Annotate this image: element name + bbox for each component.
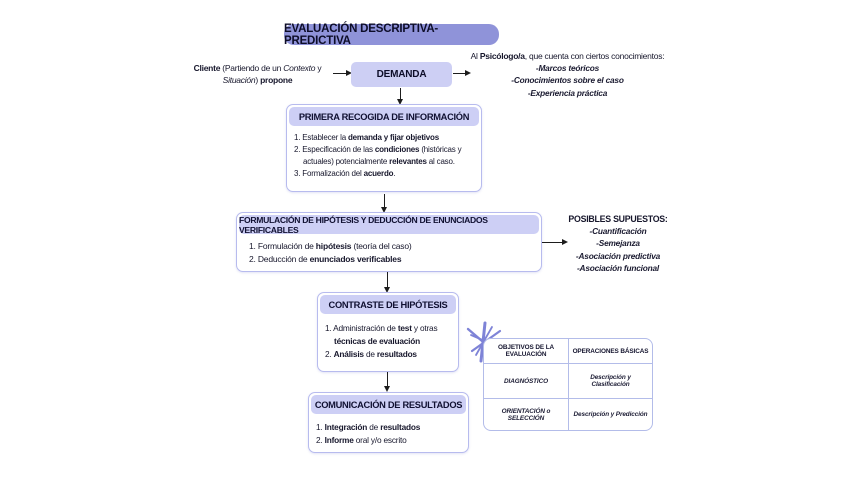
supuestos-item: -Cuantificación	[589, 226, 647, 236]
psicologo-text-2: , que cuenta con ciertos conocimientos:	[524, 51, 665, 61]
demanda-node: DEMANDA	[351, 62, 452, 87]
item-text: (históricas y actuales) potencialmente	[303, 145, 462, 166]
item-bold: condiciones	[374, 145, 420, 154]
psicologo-intro: Al Psicólogo/a, que cuenta con ciertos c…	[460, 50, 675, 62]
item-text: .	[393, 169, 396, 178]
supuestos-item: -Semejanza	[596, 238, 640, 249]
list-item: 1. Formulación de hipótesis (teoría del …	[249, 240, 534, 253]
box-formulacion-hipotesis-header: FORMULACIÓN DE HIPÓTESIS Y DEDUCCIÓN DE …	[239, 215, 539, 235]
table-cell-orientacion-seleccion: ORIENTACIÓN o SELECCIÓN	[484, 398, 568, 430]
arrow-right-step2-supuestos	[542, 238, 568, 245]
list-item: 2. Análisis de resultados	[325, 348, 451, 361]
diagram-title-label: EVALUACIÓN DESCRIPTIVA-PREDICTIVA	[284, 22, 439, 47]
item-bold: Integración	[324, 422, 368, 432]
cliente-bold: Cliente	[193, 63, 221, 73]
item-bold: resultados	[376, 348, 417, 359]
item-bold: demanda y fijar objetivos	[347, 133, 439, 142]
item-bold: Informe	[324, 434, 354, 445]
box-contraste-hipotesis-header: CONTRASTE DE HIPÓTESIS	[320, 295, 456, 314]
item-text: oral y/o escrito	[353, 434, 407, 445]
item-text: al caso.	[426, 157, 455, 166]
item-bold: test	[397, 323, 412, 333]
item-text: 2.	[316, 434, 325, 445]
list-item: 1. Establecer la demanda y fijar objetiv…	[294, 132, 474, 144]
table-cell-diagnostico: DIAGNÓSTICO	[484, 363, 568, 398]
item-text: y otras	[411, 323, 438, 333]
box-comunicacion-resultados-header: COMUNICACIÓN DE RESULTADOS	[311, 395, 466, 414]
diagram-title: EVALUACIÓN DESCRIPTIVA-PREDICTIVA	[284, 22, 499, 47]
box-primera-recogida-header: PRIMERA RECOGIDA DE INFORMACIÓN	[289, 107, 479, 126]
box-contraste-hipotesis-body: 1. Administración de test y otras técnic…	[318, 316, 458, 363]
psicologo-bold: Psicólogo/a	[479, 51, 525, 61]
list-item: 1. Integración de resultados	[316, 421, 461, 434]
list-item: 1. Administración de test y otras técnic…	[325, 322, 451, 348]
item-text: (teoría del caso)	[351, 241, 412, 251]
item-text: 1. Administración de	[325, 323, 398, 333]
item-text: de	[367, 422, 381, 432]
item-text: 1. Establecer la	[294, 133, 348, 142]
supuestos-item: -Asociación predictiva	[575, 250, 661, 261]
demanda-label: DEMANDA	[376, 69, 427, 80]
box-formulacion-hipotesis: FORMULACIÓN DE HIPÓTESIS Y DEDUCCIÓN DE …	[236, 212, 542, 272]
list-item: 2. Informe oral y/o escrito	[316, 434, 461, 447]
item-text: 2. Especificación de las	[294, 145, 375, 154]
objetivos-operaciones-table: OBJETIVOS DE LA EVALUACIÓN OPERACIONES B…	[483, 338, 653, 431]
arrow-down-step1-step2	[380, 194, 387, 213]
list-item: 2. Especificación de las condiciones (hi…	[294, 144, 474, 168]
arrow-right-cliente-demanda	[333, 69, 352, 76]
box-primera-recogida-body: 1. Establecer la demanda y fijar objetiv…	[287, 128, 481, 183]
arrow-down-step3-step4	[383, 372, 390, 392]
supuestos-title: POSIBLES SUPUESTOS:	[568, 214, 668, 224]
cliente-text-3: )	[255, 75, 261, 85]
table-cell-descripcion-prediccion: Descripción y Predicción	[568, 398, 652, 430]
item-bold: enunciados verificables	[309, 253, 402, 264]
arrow-down-step2-step3	[383, 272, 390, 293]
psicologo-item: -Experiencia práctica	[527, 87, 608, 98]
item-text: de	[363, 348, 377, 359]
table-cell-descripcion-clasificacion: Descripción y Clasificación	[568, 363, 652, 398]
item-text: 1.	[316, 422, 325, 432]
item-bold: resultados	[380, 422, 421, 432]
contexto-italic: Contexto	[283, 63, 316, 73]
item-bold: hipótesis	[315, 241, 352, 251]
propone-bold: propone	[260, 75, 293, 85]
supuestos-item: -Asociación funcional	[576, 263, 659, 274]
cliente-text: (Partiendo de un	[220, 63, 284, 73]
list-item: 3. Formalización del acuerdo.	[294, 168, 474, 180]
item-bold: relevantes	[389, 157, 427, 166]
supuestos-note: POSIBLES SUPUESTOS: -Cuantificación -Sem…	[562, 213, 674, 275]
cliente-note: Cliente (Partiendo de un Contexto y Situ…	[180, 62, 335, 86]
arrow-down-demanda-step1	[396, 88, 403, 105]
psicologo-text: Al	[470, 51, 480, 61]
table-header-operaciones: OPERACIONES BÁSICAS	[568, 339, 652, 363]
item-text: 1. Formulación de	[249, 241, 316, 251]
list-item: 2. Deducción de enunciados verificables	[249, 253, 534, 266]
box-formulacion-hipotesis-body: 1. Formulación de hipótesis (teoría del …	[237, 236, 541, 268]
psicologo-note: Al Psicólogo/a, que cuenta con ciertos c…	[460, 50, 675, 99]
cliente-text-2: y	[315, 63, 322, 73]
item-bold: técnicas de evaluación	[334, 335, 420, 346]
item-text: 2. Deducción de	[249, 253, 310, 264]
psicologo-item: -Conocimientos sobre el caso	[511, 75, 624, 86]
table-header-objetivos: OBJETIVOS DE LA EVALUACIÓN	[497, 344, 555, 358]
box-comunicacion-resultados-body: 1. Integración de resultados 2. Informe …	[309, 416, 468, 450]
item-bold: Análisis	[333, 348, 364, 359]
psicologo-item: -Marcos teóricos	[535, 63, 600, 73]
box-contraste-hipotesis: CONTRASTE DE HIPÓTESIS 1. Administración…	[317, 292, 459, 372]
item-text: 3. Formalización del	[294, 169, 364, 178]
box-comunicacion-resultados: COMUNICACIÓN DE RESULTADOS 1. Integració…	[308, 392, 469, 453]
item-text: 2.	[325, 348, 334, 359]
situacion-italic: Situación	[222, 75, 256, 85]
arrow-right-demanda-psicologo	[453, 69, 471, 76]
box-primera-recogida: PRIMERA RECOGIDA DE INFORMACIÓN 1. Estab…	[286, 104, 482, 192]
item-bold: acuerdo	[363, 169, 394, 178]
